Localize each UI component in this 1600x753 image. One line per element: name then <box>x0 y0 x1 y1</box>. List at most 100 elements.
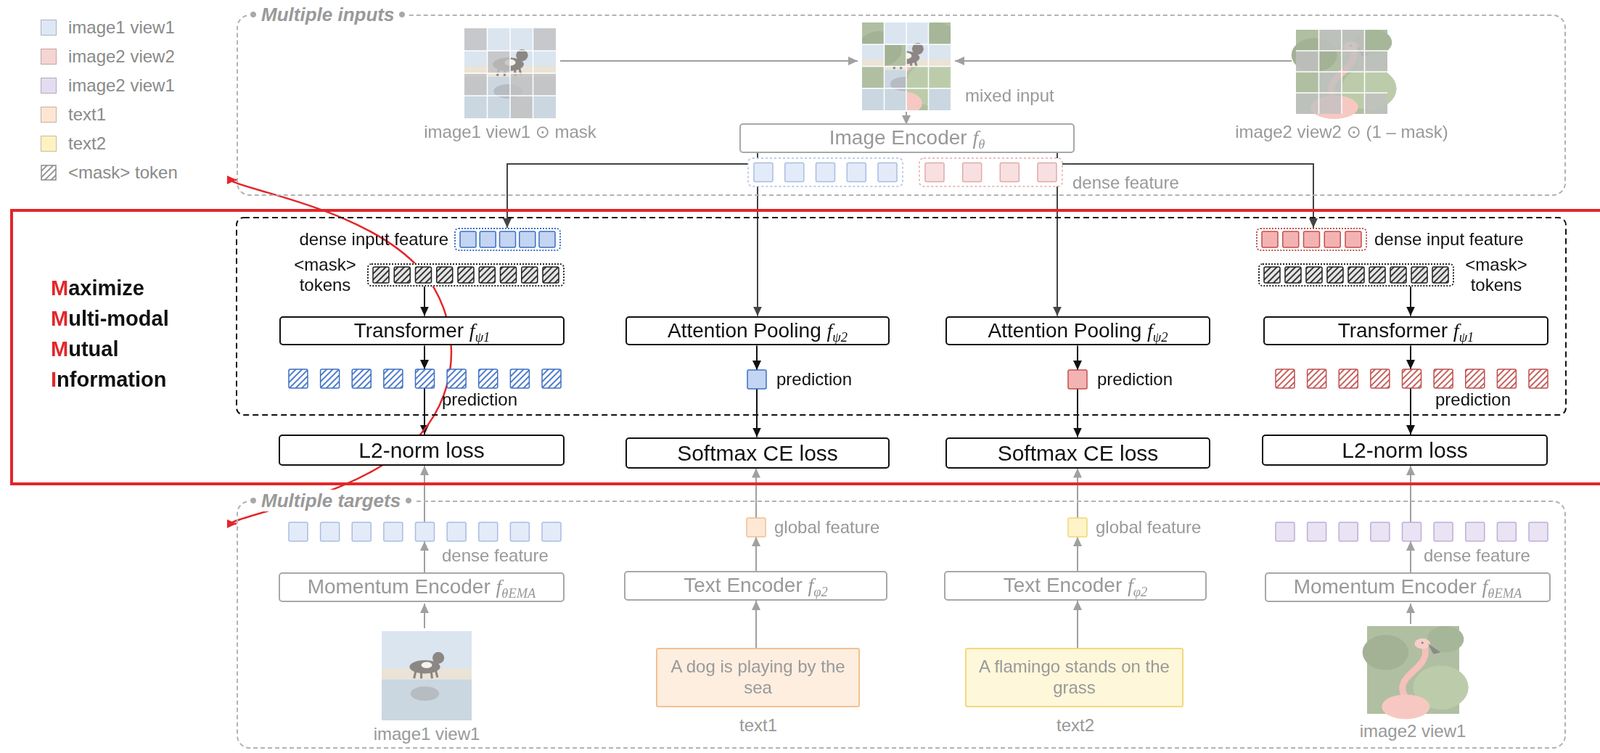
feature-token <box>1370 522 1390 542</box>
token-group: dense feature <box>288 522 561 542</box>
connector <box>1076 345 1079 371</box>
legend-text: <mask> token <box>68 162 178 183</box>
box-text: Softmax CE loss <box>997 441 1159 466</box>
box-text: Attention Pooling fψ2 <box>988 320 1169 343</box>
legend-text: image2 view2 <box>68 46 175 67</box>
feature-token <box>436 267 453 283</box>
band-title: Maximize Multi-modal Mutual Information <box>50 272 170 395</box>
token-label: global feature <box>1095 517 1201 538</box>
token-label: dense input feature <box>1374 229 1524 250</box>
flamingo-body <box>1381 694 1430 720</box>
token-label: dense feature <box>1423 545 1531 566</box>
reflection <box>410 686 440 701</box>
masked-patch <box>1295 50 1320 72</box>
word-line: Maximize <box>50 272 170 304</box>
process-box: Softmax CE loss <box>625 437 890 469</box>
feature-token <box>499 231 516 248</box>
caption-label: text2 <box>1056 715 1095 736</box>
process-box: Attention Pooling fψ2 <box>945 316 1211 347</box>
connector <box>1076 600 1079 648</box>
connector <box>1076 536 1079 572</box>
masked-patch <box>510 73 534 96</box>
legend-swatch <box>40 164 57 181</box>
token-group: prediction <box>288 369 561 389</box>
feature-token <box>415 369 435 389</box>
subscript: ψ2 <box>1153 329 1169 344</box>
feature-token <box>1411 267 1428 283</box>
picture <box>1291 29 1397 120</box>
region-title: Multiple inputs <box>248 3 408 26</box>
masked-patch <box>1364 50 1389 72</box>
feature-token <box>1528 522 1548 542</box>
masked-patch <box>464 73 488 96</box>
masked-patch <box>1341 29 1365 51</box>
subscript: ψ1 <box>475 329 491 344</box>
connector <box>507 153 758 228</box>
token-label: dense input feature <box>299 229 450 250</box>
legend-row: image2 view2 <box>40 42 178 72</box>
feature-token <box>542 267 559 283</box>
caption-box: A dog is playing by the sea <box>655 647 860 708</box>
connector <box>756 345 758 371</box>
legend-text: image1 view1 <box>68 17 175 38</box>
token-art <box>1068 518 1087 537</box>
token-group: global feature <box>1068 518 1087 537</box>
legend-row: image1 view1 <box>40 13 178 43</box>
feature-token <box>1465 369 1485 389</box>
sentence-text: A flamingo stands on the grass <box>966 656 1183 699</box>
connector <box>755 468 757 519</box>
flamingo-beak <box>1428 643 1442 655</box>
feature-token <box>1432 267 1449 283</box>
token-label: global feature <box>774 517 880 538</box>
masked-patch <box>533 28 557 51</box>
legend-text: text1 <box>68 104 106 125</box>
dashed-region: dense featureMomentum Encoder fθEMA globa… <box>236 500 1566 749</box>
feature-token <box>785 163 804 183</box>
feature-token <box>1306 267 1323 283</box>
function-symbol: f <box>1147 319 1154 342</box>
feature-token <box>320 522 340 542</box>
legend-text: text2 <box>68 133 106 154</box>
token-label: prediction <box>1435 389 1511 410</box>
feature-token <box>351 369 371 389</box>
masked-patch <box>487 50 511 74</box>
connector <box>1076 468 1079 519</box>
connector <box>755 536 757 572</box>
masked-patch <box>1319 29 1343 51</box>
masked-patch <box>1364 92 1389 114</box>
box-text: Momentum Encoder fθEMA <box>1293 576 1523 599</box>
process-box: Image Encoder fθ <box>739 123 1075 154</box>
feature-token <box>925 163 945 183</box>
caption-label: text1 <box>739 715 778 736</box>
feature-token <box>1275 369 1295 389</box>
feature-token <box>457 267 474 283</box>
feature-token <box>320 369 340 389</box>
feature-token <box>372 267 389 283</box>
initial-letter: M <box>50 306 69 331</box>
box-text: L2-norm loss <box>1341 438 1468 463</box>
feature-token <box>542 522 561 542</box>
flow-wire <box>560 60 858 62</box>
flamingo-neck <box>1402 645 1426 699</box>
function-symbol: f <box>1127 573 1134 597</box>
feature-token <box>460 231 477 248</box>
legend-row: text1 <box>40 100 178 130</box>
token-art <box>1257 229 1366 250</box>
feature-token <box>1307 522 1327 542</box>
grass-patch <box>857 31 902 67</box>
box-text: L2-norm loss <box>358 438 484 463</box>
flow-wire <box>1409 603 1412 625</box>
masked-patch <box>464 28 488 51</box>
feature-token <box>288 369 308 389</box>
masked-patch <box>510 95 534 119</box>
token-group: prediction <box>747 370 767 389</box>
masked-patch <box>1319 92 1343 114</box>
word-line: Information <box>50 364 170 395</box>
initial-letter: M <box>50 337 69 361</box>
token-group: dense feature <box>1275 522 1548 542</box>
token-art <box>746 518 766 537</box>
picture-part <box>857 22 960 116</box>
feature-token <box>1068 370 1087 389</box>
initial-letter: M <box>50 276 69 300</box>
box-text: Text Encoder fφ2 <box>1003 574 1148 598</box>
